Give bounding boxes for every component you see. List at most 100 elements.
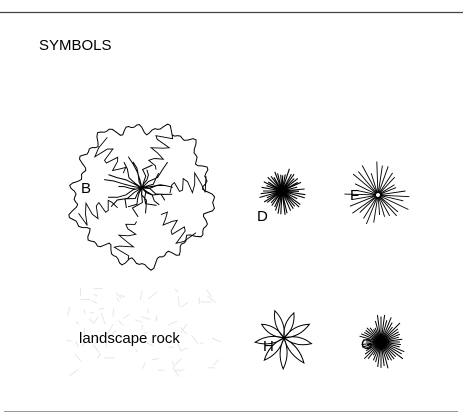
burst-ray (352, 195, 377, 214)
burst-ray (277, 190, 283, 214)
burst-ray (361, 165, 378, 194)
rock-hatch-mark (83, 327, 86, 335)
tree-branches (104, 156, 173, 218)
groundcover-ray (380, 341, 405, 353)
rock-hatch-mark (159, 335, 168, 345)
rock-hatch-mark (141, 325, 143, 330)
rock-hatch-mark (212, 358, 220, 366)
burst-ray (378, 172, 393, 194)
groundcover-ray (380, 341, 385, 367)
tree-canopy-outline (68, 123, 216, 271)
rock-hatch-mark (115, 292, 123, 299)
leaf-shape (274, 309, 285, 340)
rock-hatch-mark (139, 290, 143, 300)
burst-ray (377, 196, 381, 216)
groundcover-ray (380, 317, 392, 343)
burst-ray (281, 190, 286, 215)
rock-hatch-mark (92, 293, 98, 297)
rock-hatch-mark (104, 357, 115, 359)
burst-ray (354, 183, 377, 195)
burst-ray (281, 188, 305, 192)
burst-ray (379, 184, 395, 195)
burst-ray (370, 173, 378, 194)
rock-hatch-mark (118, 320, 124, 326)
rock-hatch-mark (174, 288, 179, 293)
rock-hatch-mark (141, 362, 147, 369)
rock-hatch-mark (106, 324, 114, 335)
burst-ray (359, 196, 377, 213)
rock-hatch-mark (116, 297, 120, 302)
burst-ray (379, 194, 404, 202)
rock-hatch-mark (174, 357, 182, 366)
rock-hatch-mark (112, 308, 115, 317)
groundcover-ray (380, 341, 402, 355)
spiky-shrub-icon (344, 161, 410, 225)
shrub-burst-icon (259, 168, 306, 215)
rock-hatch-mark (142, 340, 154, 347)
rock-hatch-mark (94, 337, 100, 345)
burst-ray (259, 190, 283, 199)
rock-hatch-mark (143, 331, 149, 334)
symbol-tag-b: B (81, 180, 91, 197)
leaf-shape (282, 323, 311, 339)
rock-hatch-mark (181, 347, 188, 352)
burst-ray (281, 190, 305, 199)
rock-hatch-mark (122, 313, 130, 319)
groundcover-ray (363, 341, 382, 360)
burst-ray (376, 161, 379, 194)
burst-ray (357, 171, 378, 194)
landscape-rock-hatch (66, 287, 221, 378)
rock-hatch-mark (91, 300, 98, 305)
rock-hatch-mark (82, 341, 86, 347)
rock-hatch-mark (134, 319, 143, 323)
burst-ray (352, 194, 377, 201)
groundcover-ray (380, 314, 386, 343)
rock-hatch-mark (141, 316, 151, 321)
rock-hatch-mark (179, 368, 185, 372)
burst-ray (379, 194, 410, 198)
symbol-tag-f: F (350, 187, 359, 204)
rock-hatch-mark (120, 294, 126, 298)
burst-ray (344, 193, 377, 196)
rock-hatch-mark (180, 323, 188, 333)
groundcover-ray (380, 341, 404, 360)
rock-hatch-mark (75, 321, 80, 325)
burst-ray (379, 195, 409, 210)
leaf-shape (283, 337, 305, 364)
rock-hatch-mark (177, 296, 181, 307)
burst-ray (349, 195, 377, 207)
burst-ray (281, 190, 292, 211)
burst-ray (363, 196, 378, 219)
rock-hatch-mark (74, 353, 82, 362)
symbol-tag-d: D (257, 208, 268, 225)
rock-label: landscape rock (79, 330, 180, 347)
rock-hatch-mark (96, 353, 102, 359)
rock-hatch-mark (206, 289, 213, 298)
burst-ray (281, 177, 299, 192)
leaf-shape (279, 336, 288, 371)
symbol-tag-h: H (263, 338, 274, 355)
rock-hatch-mark (147, 291, 158, 300)
rock-hatch-mark (104, 339, 108, 348)
rock-hatch-mark (66, 339, 72, 342)
rock-hatch-mark (211, 337, 221, 343)
rock-hatch-mark (92, 344, 100, 354)
legend-title: SYMBOLS (39, 37, 112, 54)
rock-hatch-mark (109, 330, 117, 337)
burst-ray (379, 176, 396, 194)
rock-hatch-mark (92, 316, 99, 325)
rock-hatch-mark (100, 313, 106, 325)
groundcover-burst-icon (359, 314, 405, 369)
rock-hatch-mark (88, 317, 94, 323)
groundcover-ray (380, 338, 403, 343)
rock-hatch-mark (180, 301, 189, 308)
burst-ray (378, 166, 389, 194)
burst-ray (379, 187, 397, 195)
burst-ray (379, 195, 399, 213)
groundcover-ray (376, 314, 382, 343)
burst-ray (352, 173, 377, 195)
burst-ray (373, 196, 379, 223)
tree-inner-lobes (78, 134, 207, 260)
rock-hatch-mark (207, 295, 217, 303)
